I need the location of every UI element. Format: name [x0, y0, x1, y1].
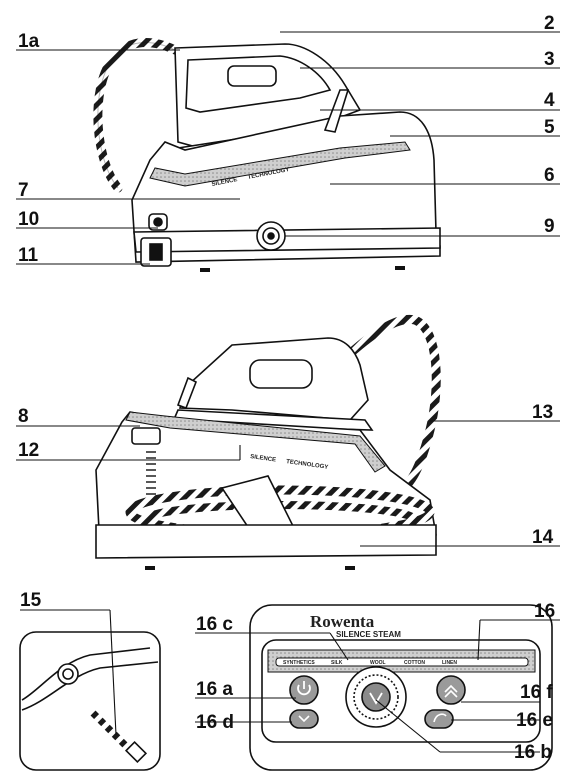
panel-subtitle: SILENCE STEAM [336, 630, 401, 639]
callout-14: 14 [532, 527, 554, 548]
callout-16d: 16 d [196, 712, 234, 733]
callout-3: 3 [544, 49, 555, 70]
setting-label-synthetics: SYNTHETICS [283, 660, 315, 666]
callout-12: 12 [18, 440, 39, 461]
steam-down-button[interactable] [289, 709, 319, 729]
power-button[interactable] [289, 675, 319, 705]
callout-11: 11 [18, 245, 39, 266]
callout-16b: 16 b [514, 742, 552, 763]
callout-4: 4 [544, 90, 555, 111]
steam-cord-top [93, 38, 180, 193]
top-appliance-drawing [93, 38, 441, 272]
callout-9: 9 [544, 216, 555, 237]
dial-icon [369, 692, 383, 705]
panel-brand: Rowenta [310, 612, 375, 631]
steam-up-icon [444, 684, 458, 698]
callout-16a: 16 a [196, 679, 233, 700]
callout-7: 7 [18, 180, 29, 201]
callout-labels: 1a 2 3 4 5 6 7 10 9 11 8 13 12 14 15 16 … [18, 13, 555, 763]
callout-16: 16 [534, 601, 555, 622]
setting-label-wool: WOOL [370, 660, 386, 666]
callout-16f: 16 f [520, 682, 553, 703]
water-level-gauge [146, 451, 156, 495]
callout-16e: 16 e [516, 710, 553, 731]
power-icon [297, 681, 311, 696]
detail-box-15 [19, 631, 161, 771]
setting-label-cotton: COTTON [404, 660, 425, 666]
control-panel [249, 604, 553, 771]
callout-15: 15 [20, 590, 42, 611]
setting-label-silk: SILK [331, 660, 343, 666]
steam-down-icon [298, 715, 310, 723]
lit-band-top [149, 141, 411, 187]
callout-1a: 1a [18, 31, 40, 52]
callout-8: 8 [18, 406, 29, 427]
settings-labels: SYNTHETICS SILK WOOL COTTON LINEN [283, 660, 457, 666]
callout-5: 5 [544, 117, 555, 138]
middle-appliance-drawing [95, 314, 441, 570]
band-text-middle-2: TECHNOLOGY [286, 459, 329, 471]
callout-10: 10 [18, 209, 39, 230]
callout-13: 13 [532, 402, 553, 423]
callout-16c: 16 c [196, 614, 233, 635]
lit-band-middle [125, 411, 386, 473]
band-text-top: SILENCE [211, 177, 238, 188]
detail-cord [87, 707, 138, 758]
leader-lines [16, 31, 560, 753]
steam-cord-middle [340, 314, 441, 495]
eco-button[interactable] [424, 709, 454, 729]
eco-icon [433, 713, 447, 723]
setting-label-linen: LINEN [442, 660, 457, 666]
band-text-middle: SILENCE [250, 454, 277, 464]
callout-2: 2 [544, 13, 555, 34]
callout-6: 6 [544, 165, 555, 186]
